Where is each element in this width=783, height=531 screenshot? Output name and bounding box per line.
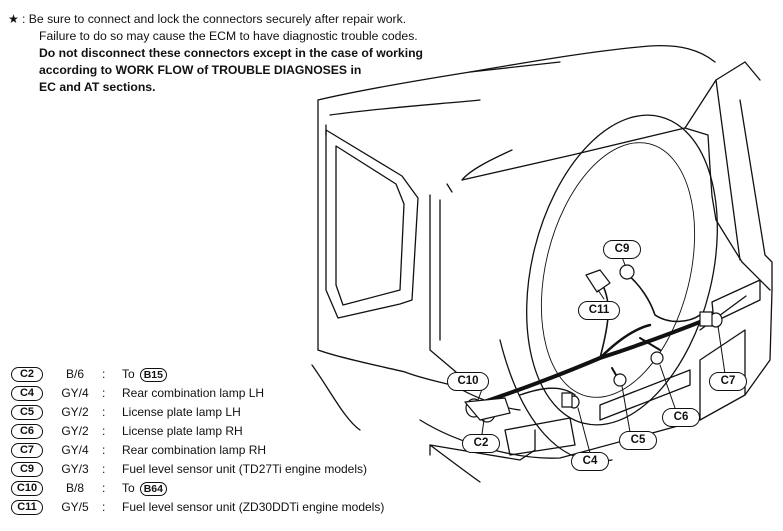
reference-connector: B15 bbox=[139, 368, 167, 382]
separator: : bbox=[102, 462, 106, 476]
callout-c6: C6 bbox=[662, 408, 700, 427]
callout-c5: C5 bbox=[619, 431, 657, 450]
separator: : bbox=[102, 405, 106, 419]
wire-color: GY/2 bbox=[61, 424, 89, 438]
separator: : bbox=[102, 367, 106, 381]
connector-code: C11 bbox=[11, 500, 43, 515]
connector-code: C4 bbox=[11, 386, 43, 401]
callout-c10: C10 bbox=[447, 372, 489, 391]
legend-row: C9 GY/3 : Fuel level sensor unit (TD27Ti… bbox=[11, 462, 451, 480]
star-icon: ★ bbox=[8, 12, 19, 26]
callout-c9: C9 bbox=[603, 240, 641, 259]
tailgate bbox=[429, 61, 773, 373]
connector-code: C6 bbox=[11, 424, 43, 439]
connector-code: C2 bbox=[11, 367, 43, 382]
wire-color: B/8 bbox=[65, 481, 84, 495]
connector-description: License plate lamp LH bbox=[122, 405, 241, 419]
note-line-1: : Be sure to connect and lock the connec… bbox=[22, 12, 407, 26]
wire-color: GY/4 bbox=[61, 443, 89, 457]
leader-lines bbox=[477, 256, 726, 454]
connector-description: Fuel level sensor unit (ZD30DDTi engine … bbox=[122, 500, 385, 514]
connector-description: Fuel level sensor unit (TD27Ti engine mo… bbox=[122, 462, 367, 476]
wire-color: B/6 bbox=[65, 367, 84, 381]
separator: : bbox=[102, 424, 106, 438]
connector-bodies bbox=[464, 264, 723, 423]
callout-c4: C4 bbox=[571, 452, 609, 471]
callout-c11: C11 bbox=[578, 301, 620, 320]
separator: : bbox=[102, 500, 106, 514]
legend-row: C4 GY/4 : Rear combination lamp LH bbox=[11, 386, 451, 404]
connector-code: C7 bbox=[11, 443, 43, 458]
side-window bbox=[325, 129, 419, 319]
note-line-4: according to WORK FLOW of TROUBLE DIAGNO… bbox=[39, 63, 362, 77]
legend-row: C7 GY/4 : Rear combination lamp RH bbox=[11, 443, 451, 461]
connector-code: C5 bbox=[11, 405, 43, 420]
roof-outline bbox=[317, 44, 716, 116]
connector-code: C9 bbox=[11, 462, 43, 477]
legend-row: C11 GY/5 : Fuel level sensor unit (ZD30D… bbox=[11, 500, 451, 518]
wire-color: GY/3 bbox=[61, 462, 89, 476]
connector-code: C10 bbox=[11, 481, 43, 496]
callout-c2: C2 bbox=[462, 434, 500, 453]
note-line-3: Do not disconnect these connectors excep… bbox=[39, 46, 423, 60]
spare-tire bbox=[499, 114, 718, 462]
separator: : bbox=[102, 481, 106, 495]
connector-description: License plate lamp RH bbox=[122, 424, 243, 438]
separator: : bbox=[102, 386, 106, 400]
legend-row: C5 GY/2 : License plate lamp LH bbox=[11, 405, 451, 423]
rear-glass bbox=[446, 61, 746, 263]
callout-c7: C7 bbox=[709, 372, 747, 391]
connector-description: Rear combination lamp LH bbox=[122, 386, 265, 400]
connector-description: Rear combination lamp RH bbox=[122, 443, 267, 457]
wire-color: GY/4 bbox=[61, 386, 89, 400]
note-line-2: Failure to do so may cause the ECM to ha… bbox=[39, 29, 418, 43]
wire-color: GY/5 bbox=[61, 500, 89, 514]
separator: : bbox=[102, 443, 106, 457]
wire-color: GY/2 bbox=[61, 405, 89, 419]
reference-connector: B64 bbox=[139, 482, 167, 496]
note-line-5: EC and AT sections. bbox=[39, 80, 156, 94]
legend-row: C6 GY/2 : License plate lamp RH bbox=[11, 424, 451, 442]
wiring-harness bbox=[473, 274, 712, 407]
